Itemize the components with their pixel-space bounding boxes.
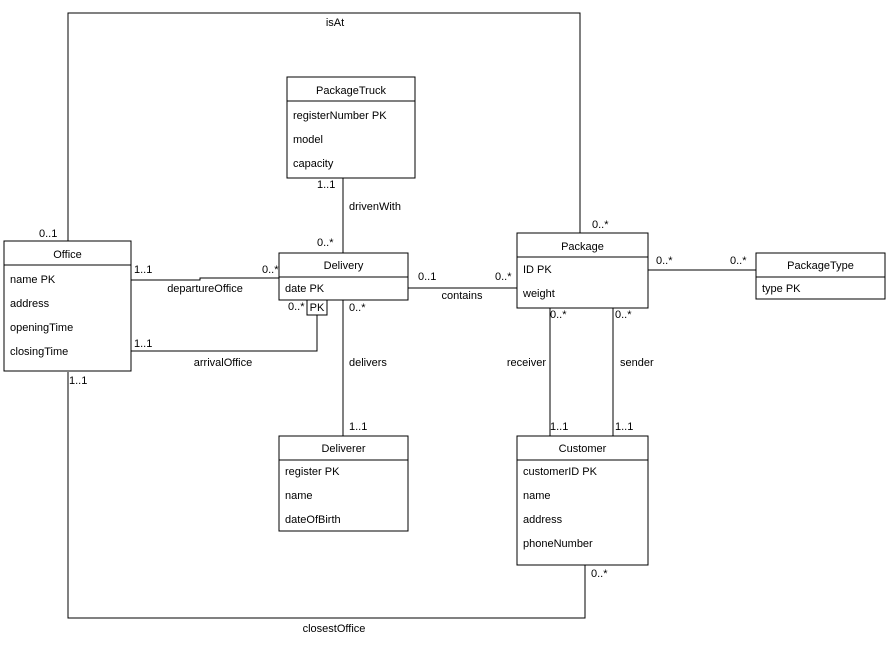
entity-packagetype-box	[755, 252, 886, 300]
label-drivenWith: drivenWith	[349, 201, 401, 213]
card-contains-package: 0..*	[495, 271, 512, 283]
card-delivers-delivery: 0..*	[349, 302, 366, 314]
entity-office-attr-1: address	[10, 298, 50, 310]
entity-office-box	[3, 240, 132, 372]
entity-deliverer[interactable]: Deliverer register PK name dateOfBirth	[278, 435, 409, 532]
card-packageType-type: 0..*	[730, 255, 747, 267]
entity-deliverer-attr-0: register PK	[285, 466, 340, 478]
entity-office-title: Office	[53, 249, 82, 261]
entity-packagetruck-box	[286, 76, 416, 179]
entity-customer-title: Customer	[559, 443, 607, 455]
card-delivers-deliverer: 1..1	[349, 421, 367, 433]
entity-package-title: Package	[561, 241, 604, 253]
entity-customer-box	[516, 435, 649, 566]
entity-office-attr-0: name PK	[10, 274, 56, 286]
entity-customer-attr-0: customerID PK	[523, 466, 598, 478]
entity-deliverer-attr-1: name	[285, 490, 313, 502]
card-sender-customer: 1..1	[615, 421, 633, 433]
entity-deliverer-attr-2: dateOfBirth	[285, 514, 341, 526]
card-receiver-package: 0..*	[550, 309, 567, 321]
entity-customer-attr-2: address	[523, 514, 563, 526]
card-packageType-package: 0..*	[656, 255, 673, 267]
label-closestOffice: closestOffice	[303, 623, 366, 635]
card-isAt-office: 0..1	[39, 228, 57, 240]
entity-packagetruck-attr-2: capacity	[293, 158, 334, 170]
entity-customer-attr-3: phoneNumber	[523, 538, 593, 550]
entity-delivery-title: Delivery	[324, 260, 364, 272]
card-office-bottom: 1..1	[69, 375, 87, 387]
card-arrivalOffice-office: 1..1	[134, 338, 152, 350]
card-departureOffice-delivery: 0..*	[262, 264, 279, 276]
entity-packagetype-title: PackageType	[787, 260, 854, 272]
label-contains: contains	[442, 290, 483, 302]
entity-deliverer-title: Deliverer	[321, 443, 365, 455]
edge-departureOffice	[131, 277, 279, 281]
label-sender: sender	[620, 357, 654, 369]
entity-package-attr-1: weight	[522, 288, 555, 300]
card-receiver-customer: 1..1	[550, 421, 568, 433]
entity-packagetype-attr-0: type PK	[762, 283, 801, 295]
label-arrivalOffice: arrivalOffice	[194, 357, 252, 369]
edge-isAt	[67, 12, 581, 241]
entity-package-attr-0: ID PK	[523, 264, 552, 276]
edge-arrivalOffice	[131, 315, 318, 352]
card-drivenWith-truck: 1..1	[317, 179, 335, 191]
card-departureOffice-office: 1..1	[134, 264, 152, 276]
label-delivers: delivers	[349, 357, 387, 369]
card-drivenWith-delivery: 0..*	[317, 237, 334, 249]
entity-package[interactable]: Package ID PK weight	[516, 232, 649, 309]
entity-deliverer-box	[278, 435, 409, 532]
entity-packagetruck-attr-0: registerNumber PK	[293, 110, 387, 122]
label-isAt: isAt	[326, 17, 344, 29]
edge-closestOffice	[67, 372, 586, 619]
entity-office[interactable]: Office name PK address openingTime closi…	[3, 240, 132, 372]
card-sender-package: 0..*	[615, 309, 632, 321]
entity-delivery-attr-0: date PK	[285, 283, 325, 295]
entity-packagetruck-attr-1: model	[293, 134, 323, 146]
entity-office-attr-2: openingTime	[10, 322, 73, 334]
entity-packagetype[interactable]: PackageType type PK	[755, 252, 886, 300]
entity-packagetruck[interactable]: PackageTruck registerNumber PK model cap…	[286, 76, 416, 179]
label-receiver: receiver	[507, 357, 546, 369]
card-closestOffice-customer: 0..*	[591, 568, 608, 580]
entity-package-box	[516, 232, 649, 309]
entity-delivery[interactable]: Delivery date PK	[278, 252, 409, 301]
label-departureOffice: departureOffice	[167, 283, 243, 295]
arrivalOffice-qualifier-text: PK	[310, 302, 325, 314]
entity-customer[interactable]: Customer customerID PK name address phon…	[516, 435, 649, 566]
entity-office-attr-3: closingTime	[10, 346, 68, 358]
entity-packagetruck-title: PackageTruck	[316, 85, 386, 97]
entity-customer-attr-1: name	[523, 490, 551, 502]
card-contains-delivery: 0..1	[418, 271, 436, 283]
card-isAt-package: 0..*	[592, 219, 609, 231]
card-arrivalOffice-delivery: 0..*	[288, 301, 305, 313]
